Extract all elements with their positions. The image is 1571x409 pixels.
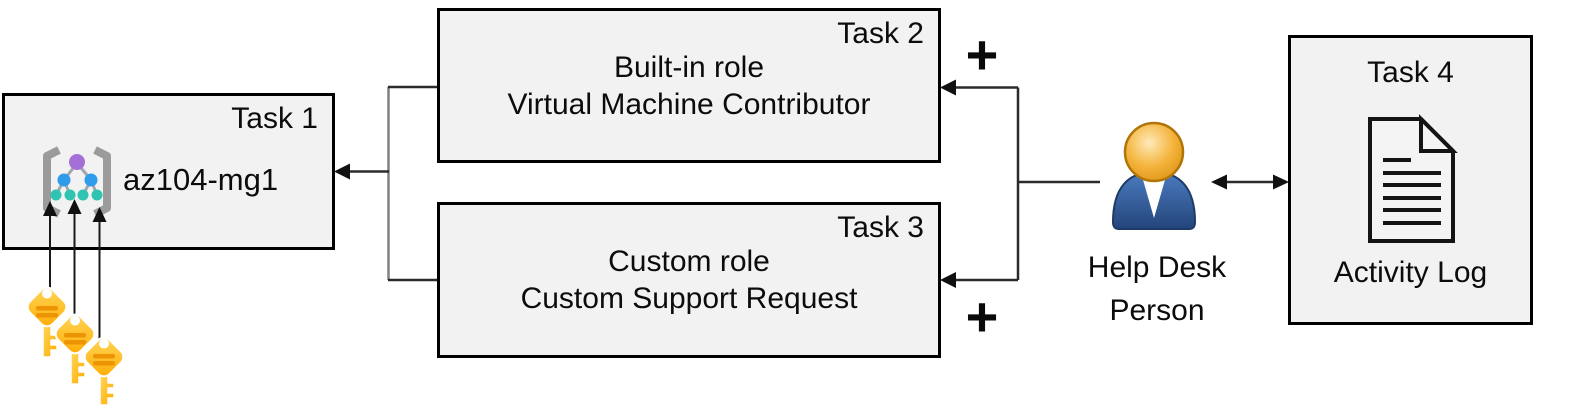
actor-label: Help Desk Person bbox=[1072, 246, 1242, 332]
actor-label-line1: Help Desk bbox=[1087, 251, 1227, 284]
task3-text: Custom role Custom Support Request bbox=[440, 243, 938, 317]
task2-role-type: Built-in role bbox=[613, 51, 765, 84]
task2-role-name: Virtual Machine Contributor bbox=[507, 88, 871, 121]
person-task4-double-arrow bbox=[1211, 174, 1289, 190]
task4-tag: Task 4 bbox=[1367, 56, 1454, 89]
task2-box: Task 2 Built-in role Virtual Machine Con… bbox=[437, 8, 941, 163]
bracket-connector bbox=[334, 85, 437, 282]
plus-sign-top: + bbox=[965, 23, 999, 86]
task2-tag: Task 2 bbox=[837, 17, 924, 50]
person-icon bbox=[1111, 121, 1197, 230]
task2-text: Built-in role Virtual Machine Contributo… bbox=[440, 49, 938, 123]
key-icon-1 bbox=[26, 286, 68, 358]
task1-tag: Task 1 bbox=[231, 102, 318, 135]
plus-sign-bottom: + bbox=[965, 285, 999, 348]
activity-log-document-icon bbox=[1368, 114, 1458, 243]
management-group-name: az104-mg1 bbox=[123, 162, 279, 197]
actor-label-line2: Person bbox=[1109, 294, 1205, 327]
task3-box: Task 3 Custom role Custom Support Reques… bbox=[437, 202, 941, 358]
key-icon-3 bbox=[83, 336, 125, 406]
task3-role-type: Custom role bbox=[608, 245, 770, 278]
task4-box: Task 4 Activity Log bbox=[1288, 35, 1533, 325]
task1-box: Task 1 az104-mg1 bbox=[2, 93, 335, 250]
task3-tag: Task 3 bbox=[837, 211, 924, 244]
key-icon-2 bbox=[54, 313, 96, 385]
management-group-icon bbox=[43, 146, 111, 218]
task4-caption: Activity Log bbox=[1333, 256, 1488, 289]
task3-role-name: Custom Support Request bbox=[520, 282, 858, 315]
